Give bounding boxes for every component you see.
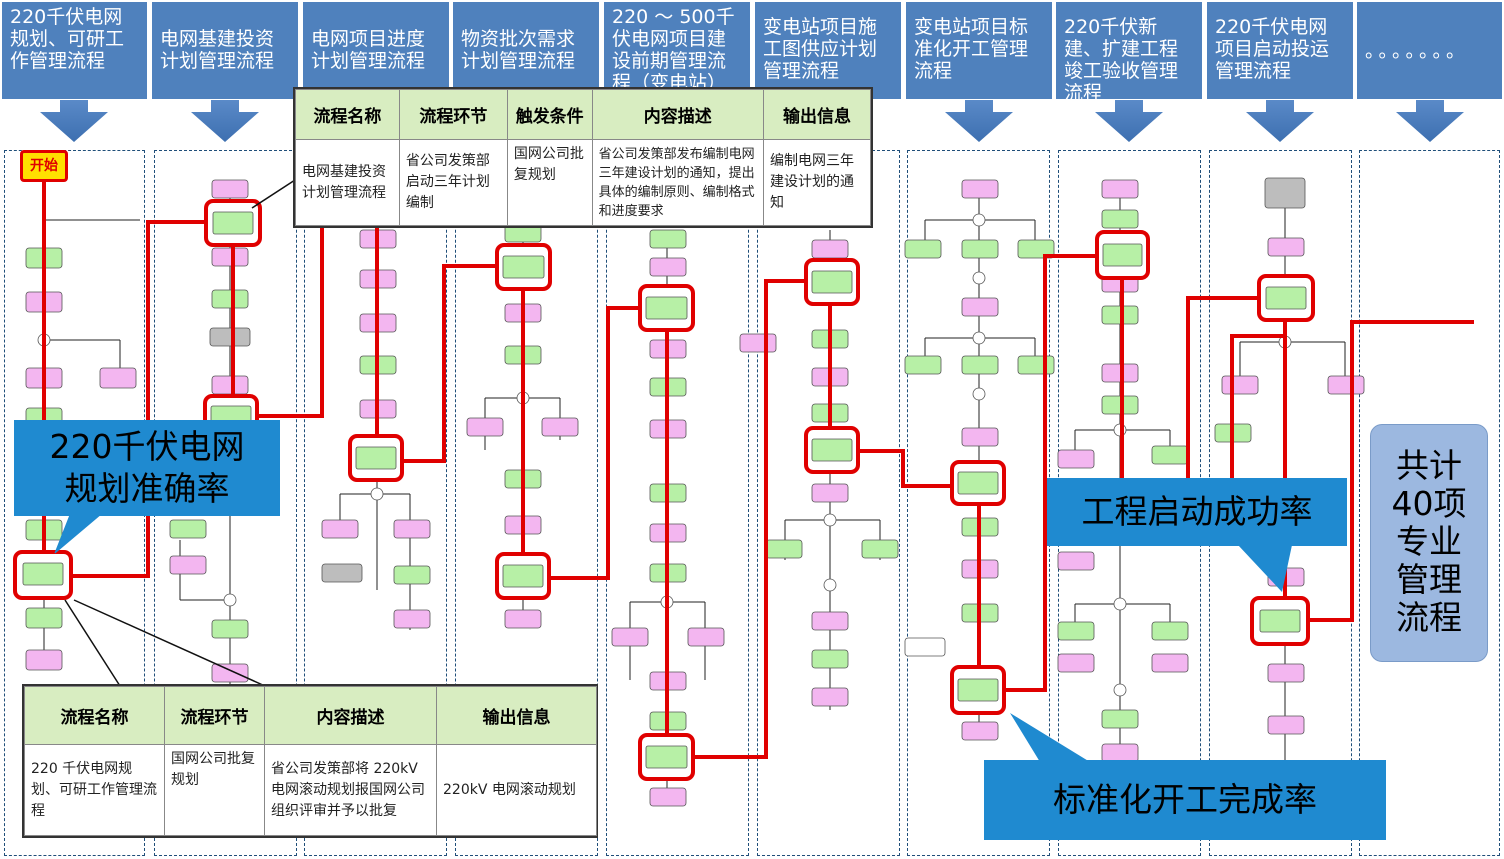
info-cell: 国网公司批复规划 (164, 744, 265, 836)
header-standard-start: 变电站项目标准化开工管理流程 (906, 2, 1052, 99)
header-commissioning: 220千伏电网项目启动投运管理流程 (1207, 2, 1353, 99)
down-arrow-icon (1246, 100, 1314, 142)
down-arrow-icon (1095, 100, 1163, 142)
info-header-step: 流程环节 (398, 89, 508, 140)
info-pointers (64, 179, 296, 687)
info-cell: 电网基建投资计划管理流程 (295, 139, 400, 226)
info-cell: 220kV 电网滚动规划 (436, 744, 597, 836)
callout-startup-success: 工程启动成功率 (1047, 478, 1347, 546)
header-planning: 220千伏电网规划、可研工作管理流程 (2, 2, 147, 99)
info-cell: 省公司发策部将 220kV 电网滚动规划报国网公司组织评审并予以批复 (264, 744, 437, 836)
info-header-output: 输出信息 (763, 89, 871, 140)
info-header-output: 输出信息 (436, 686, 597, 745)
info-header-process-name: 流程名称 (24, 686, 165, 745)
down-arrow-icon (191, 100, 259, 142)
info-table-planning: 流程名称 流程环节 内容描述 输出信息 220 千伏电网规划、可研工作管理流程 … (22, 684, 598, 838)
header-investment: 电网基建投资计划管理流程 (152, 2, 298, 99)
info-header-description: 内容描述 (591, 89, 765, 140)
start-node: 开始 (20, 150, 68, 182)
callout-planning-accuracy: 220千伏电网规划准确率 (14, 420, 280, 516)
header-progress: 电网项目进度计划管理流程 (303, 2, 449, 99)
down-arrow-icon (40, 100, 108, 142)
info-cell: 省公司发策部启动三年计划编制 (398, 139, 508, 226)
header-drawing: 变电站项目施工图供应计划管理流程 (755, 2, 901, 99)
info-cell: 国网公司批复规划 (506, 139, 593, 226)
header-more: 。。。。。。。 (1357, 2, 1502, 99)
summary-box: 共计40项专业管理流程 (1370, 424, 1488, 662)
callout-tail (1238, 545, 1292, 592)
info-cell: 省公司发策部发布编制电网三年建设计划的通知，提出具体的编制原则、编制格式和进度要… (591, 139, 765, 226)
callout-standard-start: 标准化开工完成率 (984, 760, 1386, 840)
highlighted-nodes (13, 199, 1315, 781)
info-table-investment: 流程名称 流程环节 触发条件 内容描述 输出信息 电网基建投资计划管理流程 省公… (293, 87, 873, 228)
info-header-trigger: 触发条件 (506, 89, 593, 140)
info-header-process-name: 流程名称 (295, 89, 400, 140)
down-arrow-icon (945, 100, 1013, 142)
column-frame (1359, 150, 1500, 856)
info-cell: 220 千伏电网规划、可研工作管理流程 (24, 744, 165, 836)
callout-tail (1010, 713, 1090, 762)
header-acceptance: 220千伏新建、扩建工程竣工验收管理流程 (1056, 2, 1202, 99)
header-material: 物资批次需求计划管理流程 (453, 2, 599, 99)
down-arrow-icon (1396, 100, 1464, 142)
info-header-step: 流程环节 (164, 686, 265, 745)
info-header-description: 内容描述 (264, 686, 437, 745)
info-cell: 编制电网三年建设计划的通知 (763, 139, 871, 226)
